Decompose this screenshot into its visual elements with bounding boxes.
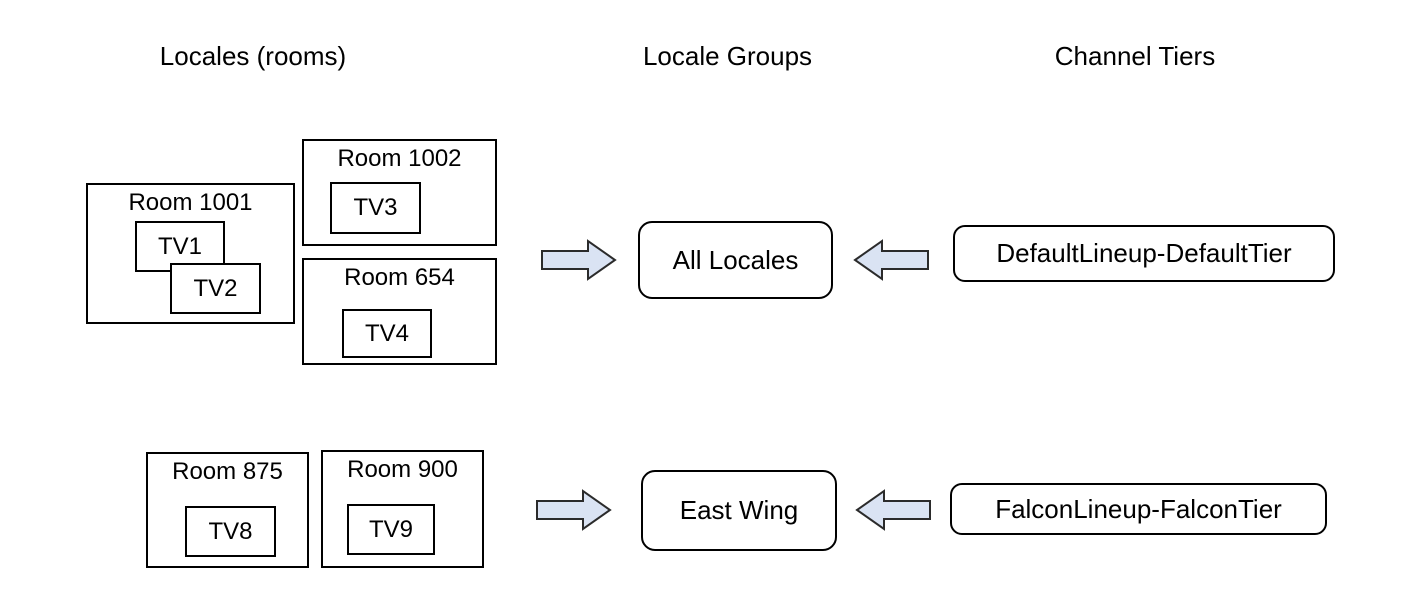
column-header-locales: Locales (rooms) <box>159 41 347 71</box>
room-1002-box: Room 1002 TV3 <box>302 139 497 246</box>
channel-tier-falcon-box: FalconLineup-FalconTier <box>950 483 1327 535</box>
room-900-box: Room 900 TV9 <box>321 450 484 568</box>
arrow-falcon-tier-to-east-wing-icon <box>855 489 931 531</box>
tv2-box: TV2 <box>170 263 261 314</box>
room-1001-box: Room 1001 TV1 TV2 <box>86 183 295 324</box>
room-875-box: Room 875 TV8 <box>146 452 309 568</box>
room-900-label: Room 900 <box>347 456 458 483</box>
tv9-box: TV9 <box>347 504 435 555</box>
tv8-box: TV8 <box>185 506 276 557</box>
arrow-default-tier-to-all-locales-icon <box>853 239 929 281</box>
room-654-box: Room 654 TV4 <box>302 258 497 365</box>
channel-tier-default-box: DefaultLineup-DefaultTier <box>953 225 1335 282</box>
column-header-locale-groups: Locale Groups <box>642 41 813 71</box>
tv4-box: TV4 <box>342 309 432 358</box>
arrow-rooms-to-all-locales-icon <box>541 239 617 281</box>
room-1002-label: Room 1002 <box>337 145 462 172</box>
locale-group-east-wing-box: East Wing <box>641 470 837 551</box>
column-header-channel-tiers: Channel Tiers <box>1054 41 1216 71</box>
room-875-label: Room 875 <box>172 458 283 485</box>
room-1001-label: Room 1001 <box>128 189 253 216</box>
tv3-box: TV3 <box>330 182 421 234</box>
locale-group-all-locales-box: All Locales <box>638 221 833 299</box>
arrow-rooms-to-east-wing-icon <box>536 489 612 531</box>
room-654-label: Room 654 <box>344 264 455 291</box>
